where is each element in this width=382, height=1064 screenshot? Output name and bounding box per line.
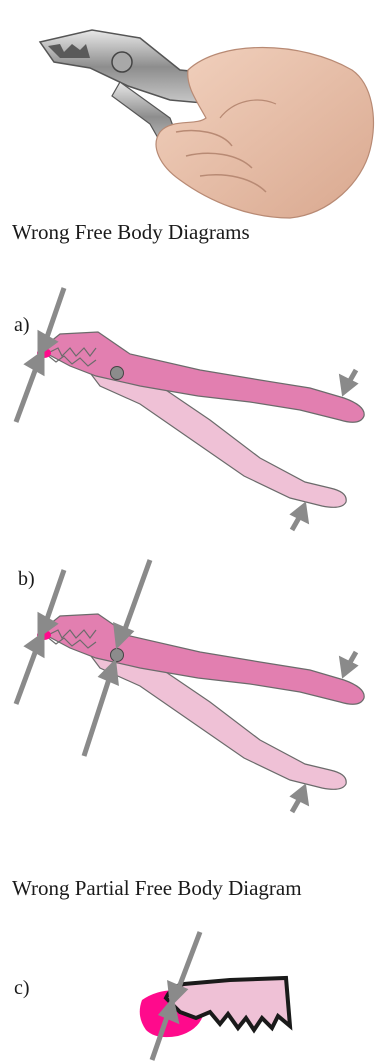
partial-jaw-diagram-c <box>0 0 382 1064</box>
